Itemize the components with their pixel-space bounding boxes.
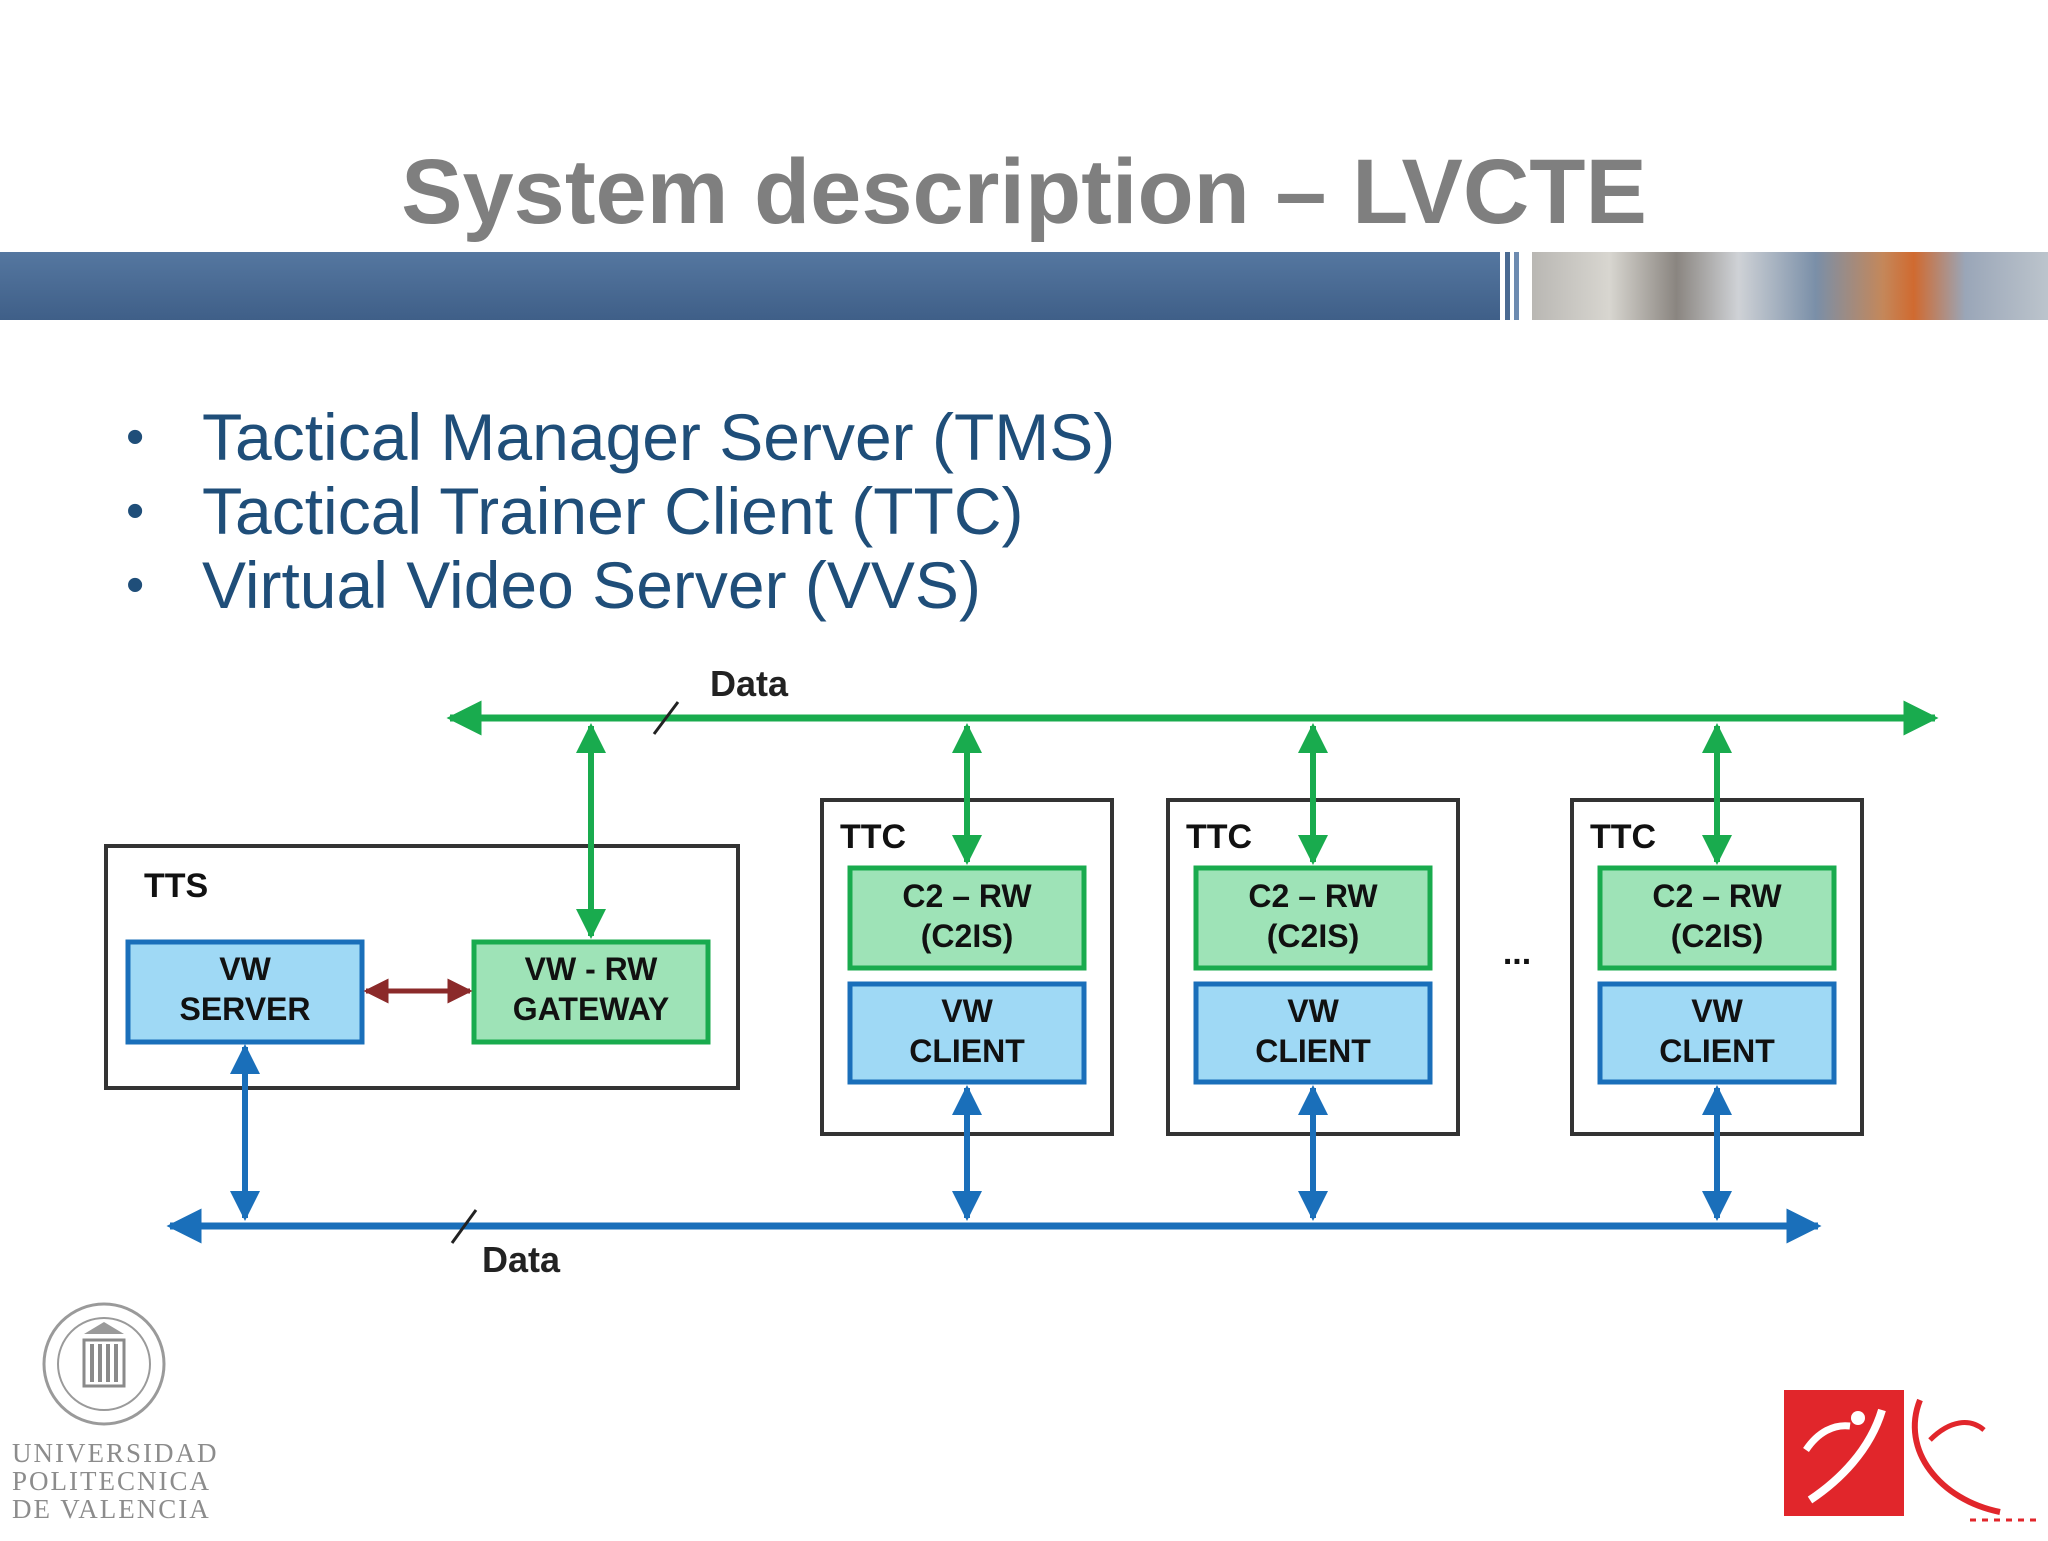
- bullet-list: • Tactical Manager Server (TMS) • Tactical…: [120, 400, 1115, 622]
- bullet-text: Virtual Video Server (VVS): [202, 548, 981, 622]
- vw-client-box: [1193, 981, 1433, 1085]
- ttc-label: TTC: [1186, 818, 1252, 856]
- vw-client-box: [847, 981, 1087, 1085]
- slide-title: System description – LVCTE: [401, 141, 1647, 243]
- c2-line2: (C2IS): [1671, 918, 1763, 954]
- c2-line2: (C2IS): [1267, 918, 1359, 954]
- ttc-group: TTC C2 – RW (C2IS) VW CLIENT: [1166, 723, 1460, 1221]
- university-logo: UNIVERSIDAD POLITECNICA DE VALENCIA: [12, 1300, 219, 1523]
- gateway-line1: VW - RW: [525, 951, 659, 987]
- bullet-item: • Tactical Trainer Client (TTC): [120, 474, 1115, 548]
- vw-server-line2: SERVER: [179, 991, 310, 1027]
- client-line2: CLIENT: [1255, 1033, 1371, 1069]
- institute-logo-icon: [1784, 1390, 2040, 1522]
- client-line2: CLIENT: [1659, 1033, 1775, 1069]
- ttc-label: TTC: [840, 818, 906, 856]
- client-line2: CLIENT: [909, 1033, 1025, 1069]
- bullet-item: • Virtual Video Server (VVS): [120, 548, 1115, 622]
- bullet-item: • Tactical Manager Server (TMS): [120, 400, 1115, 474]
- university-name-line: UNIVERSIDAD: [12, 1438, 219, 1468]
- client-line1: VW: [1287, 993, 1339, 1029]
- bullet-dot-icon: •: [126, 556, 145, 614]
- c2-line1: C2 – RW: [902, 878, 1032, 914]
- c2-rw-box: [1193, 865, 1433, 971]
- c2-rw-box: [847, 865, 1087, 971]
- ttc-group: TTC C2 – RW (C2IS) VW CLIENT: [1570, 723, 1864, 1221]
- header-photo: [1532, 252, 2048, 320]
- vw-server-line1: VW: [219, 951, 271, 987]
- c2-line1: C2 – RW: [1248, 878, 1378, 914]
- c2-rw-box: [1597, 865, 1837, 971]
- header-bar: [0, 252, 1500, 320]
- bullet-text: Tactical Trainer Client (TTC): [202, 474, 1024, 548]
- top-bus-label: Data: [710, 663, 789, 704]
- bottom-bus-label: Data: [482, 1239, 561, 1280]
- header-stripe: [1505, 252, 1510, 320]
- header-stripe: [1514, 252, 1519, 320]
- ttc-group: TTC C2 – RW (C2IS) VW CLIENT: [820, 723, 1114, 1221]
- c2-line2: (C2IS): [921, 918, 1013, 954]
- university-seal-icon: [42, 1302, 166, 1426]
- gateway-line2: GATEWAY: [513, 991, 669, 1027]
- university-name-line: POLITECNICA: [12, 1466, 211, 1496]
- vw-server-box: [125, 939, 365, 1045]
- client-line1: VW: [941, 993, 993, 1029]
- institute-logo: [1770, 1380, 2048, 1541]
- vw-client-box: [1597, 981, 1837, 1085]
- university-name: UNIVERSIDAD POLITECNICA DE VALENCIA: [12, 1439, 219, 1523]
- top-bus-slash: [652, 701, 680, 735]
- c2-line1: C2 – RW: [1652, 878, 1782, 914]
- client-line1: VW: [1691, 993, 1743, 1029]
- bullet-text: Tactical Manager Server (TMS): [202, 400, 1116, 474]
- bullet-dot-icon: •: [126, 408, 145, 466]
- vw-rw-gateway-box: [471, 939, 711, 1045]
- tts-label: TTS: [144, 867, 208, 905]
- university-name-line: DE VALENCIA: [12, 1494, 211, 1524]
- bottom-bus-slash: [450, 1209, 478, 1244]
- ttc-label: TTC: [1590, 818, 1656, 856]
- ellipsis: ...: [1503, 934, 1531, 972]
- bullet-dot-icon: •: [126, 482, 145, 540]
